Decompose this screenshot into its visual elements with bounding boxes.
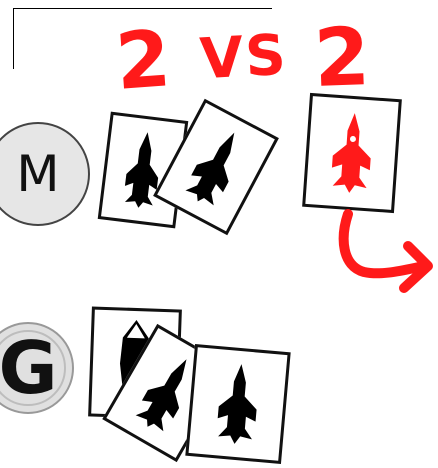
player-letter: M xyxy=(16,145,59,203)
turn-arrow-icon xyxy=(330,208,438,318)
enemy-ship-card[interactable] xyxy=(302,93,402,213)
player-badge-g[interactable]: G xyxy=(0,322,74,414)
team-size-right: 2 xyxy=(313,17,371,99)
player-badge-m[interactable]: M xyxy=(0,122,90,226)
player-letter: G xyxy=(0,326,58,410)
team-size-left: 2 xyxy=(113,20,173,102)
spaceship-icon xyxy=(174,119,258,216)
spaceship-icon xyxy=(207,360,268,448)
spaceship-icon xyxy=(322,109,382,197)
ship-card[interactable] xyxy=(185,344,290,464)
versus-label: VS xyxy=(199,28,289,89)
